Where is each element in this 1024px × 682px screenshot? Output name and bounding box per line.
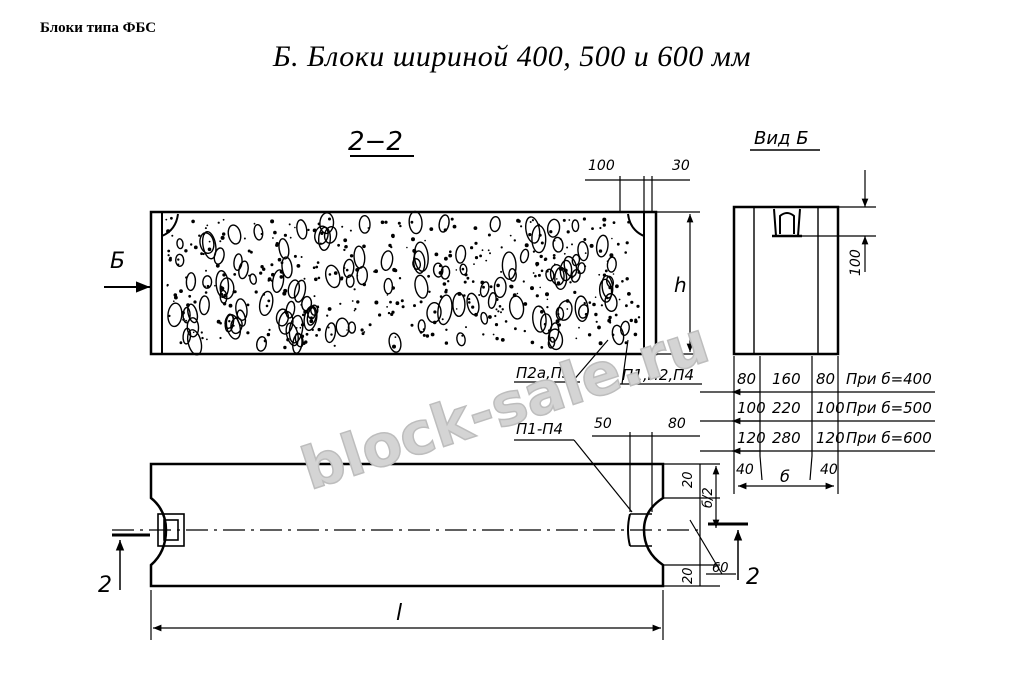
width-row-mid: 280 — [772, 429, 801, 447]
section-2-2: 2−2 Б 100 30 h П2а,П3 П1,П2,П4 — [104, 127, 702, 385]
plan-dim-80: 80 — [668, 416, 686, 432]
width-row-right: 100 — [816, 399, 845, 417]
plan-dim-l: l — [396, 601, 402, 626]
width-label: б — [780, 467, 790, 486]
concrete-aggregate-fill — [165, 210, 641, 356]
view-label: Вид Б — [754, 128, 809, 149]
width-row-note: При б=500 — [846, 399, 932, 417]
drawing-title: Б. Блоки шириной 400, 500 и 600 мм — [272, 40, 752, 73]
width-row-left: 120 — [737, 429, 766, 447]
width-row-left: 80 — [737, 370, 756, 388]
cut-right-label: 2 — [746, 565, 760, 590]
width-bottom-left: 40 — [736, 462, 754, 478]
callout-p2a-p3: П2а,П3 — [516, 364, 572, 382]
width-row-left: 100 — [737, 399, 766, 417]
view-b: Вид Б 100 — [732, 128, 876, 356]
view-b-outline — [732, 205, 840, 356]
plan-callout: П1-П4 — [516, 420, 563, 438]
page-header: Блоки типа ФБС — [40, 20, 157, 36]
width-row-right: 80 — [816, 370, 835, 388]
plan-dim-b2: б/2 — [701, 487, 716, 508]
plan-dim-20-top: 20 — [681, 471, 696, 488]
plan-outline — [149, 462, 665, 588]
plan-dim-20-bottom: 20 — [681, 567, 696, 584]
view-dim-100-label: 100 — [848, 249, 864, 276]
plan-dim-60: 60 — [712, 561, 729, 576]
width-row-note: При б=600 — [846, 429, 932, 447]
section-label: 2−2 — [348, 127, 403, 157]
width-row-note: При б=400 — [846, 370, 932, 388]
plan-dim-50: 50 — [594, 416, 612, 432]
cut-left-label: 2 — [98, 573, 112, 598]
block-section-outline — [149, 210, 658, 356]
dim-30-label: 30 — [672, 158, 690, 174]
width-row-right: 120 — [816, 429, 845, 447]
width-row-mid: 220 — [772, 399, 801, 417]
width-row-mid: 160 — [772, 370, 801, 388]
width-bottom-right: 40 — [820, 462, 838, 478]
plan-view: 2 2 П1-П4 50 80 20 б/2 20 60 l — [98, 416, 760, 640]
dim-100-label: 100 — [588, 158, 615, 174]
dim-h-label: h — [674, 273, 687, 297]
view-arrow-label: Б — [110, 249, 125, 274]
callout-p1-p4: П1,П2,П4 — [622, 366, 694, 384]
